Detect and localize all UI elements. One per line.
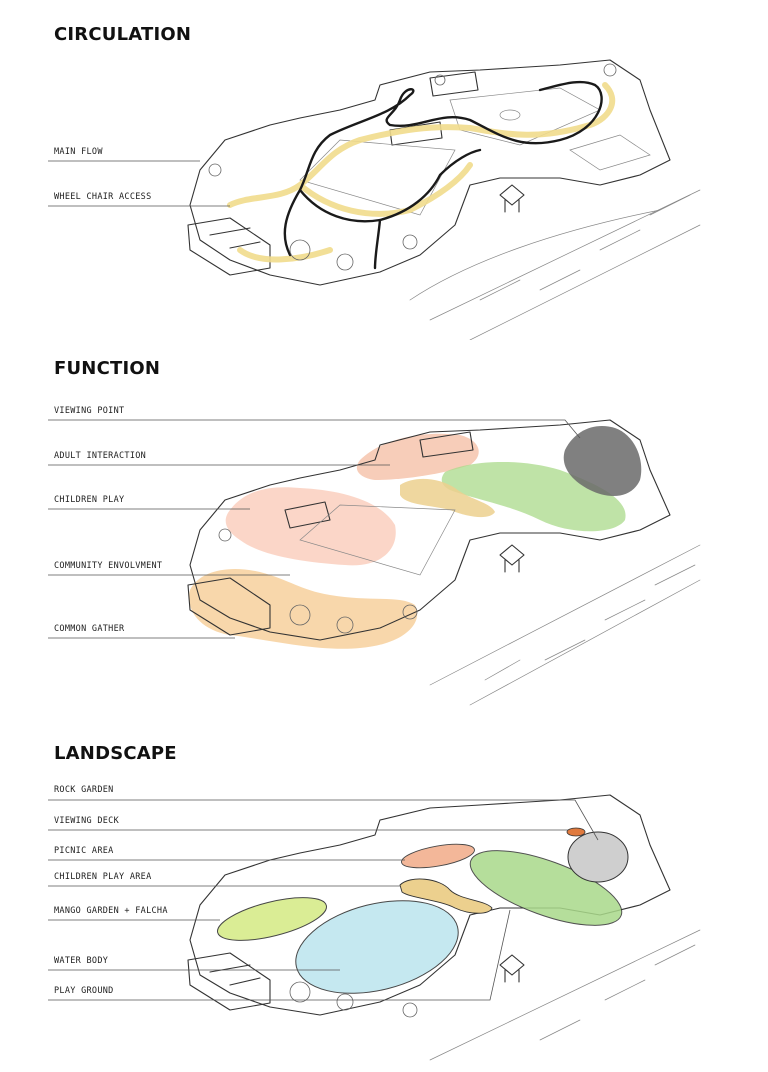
label-viewing-point: VIEWING POINT bbox=[54, 406, 125, 416]
tree-marks bbox=[208, 63, 617, 271]
label-viewing-deck: VIEWING DECK bbox=[54, 816, 120, 826]
viewing-deck-zone bbox=[566, 827, 586, 837]
play-ground-leader bbox=[48, 909, 511, 1001]
label-children-play-area: CHILDREN PLAY AREA bbox=[54, 872, 152, 882]
label-main-flow: MAIN FLOW bbox=[54, 147, 103, 157]
buildings bbox=[187, 71, 479, 276]
gazebo bbox=[499, 954, 525, 983]
tree-marks bbox=[218, 528, 418, 634]
label-picnic-area: PICNIC AREA bbox=[54, 846, 114, 856]
picnic-zone bbox=[400, 478, 495, 518]
function-title: FUNCTION bbox=[54, 358, 161, 379]
tree-marks bbox=[289, 981, 418, 1018]
wheelchair-access-path bbox=[227, 82, 616, 263]
site-outline bbox=[189, 59, 671, 286]
buildings bbox=[187, 431, 474, 636]
function-site-plan bbox=[48, 419, 701, 706]
gazebo bbox=[499, 544, 525, 573]
label-wheelchair-access: WHEEL CHAIR ACCESS bbox=[54, 192, 152, 202]
circulation-site-plan bbox=[48, 59, 701, 340]
circulation-title: CIRCULATION bbox=[54, 24, 192, 45]
label-water-body: WATER BODY bbox=[54, 956, 109, 966]
label-mango-garden: MANGO GARDEN + FALCHA bbox=[54, 906, 168, 916]
label-play-ground: PLAY GROUND bbox=[54, 986, 114, 996]
label-community-involvement: COMMUNITY ENVOLVMENT bbox=[54, 561, 163, 571]
site-outline bbox=[189, 419, 671, 641]
viewing-point-leader bbox=[48, 419, 581, 439]
children-play-area-zone bbox=[399, 878, 493, 914]
picnic-area-zone bbox=[401, 843, 475, 869]
landscape-panel: LANDSCAPE ROCK GARDEN VIEWIN bbox=[0, 710, 768, 1072]
mango-garden-zone bbox=[217, 897, 327, 941]
road-context bbox=[429, 929, 701, 1061]
main-flow-path bbox=[283, 80, 603, 270]
label-rock-garden: ROCK GARDEN bbox=[54, 785, 114, 795]
label-adult-interaction: ADULT INTERACTION bbox=[54, 451, 147, 461]
circulation-panel: CIRCULATION bbox=[0, 0, 768, 340]
adult-zone bbox=[356, 433, 479, 480]
children-zone bbox=[225, 487, 396, 566]
rock-garden-leader bbox=[48, 799, 599, 841]
label-children-play: CHILDREN PLAY bbox=[54, 495, 125, 505]
landscape-title: LANDSCAPE bbox=[54, 743, 177, 764]
road-context bbox=[409, 189, 701, 340]
landscape-site-plan bbox=[48, 794, 701, 1061]
label-common-gather: COMMON GATHER bbox=[54, 624, 125, 634]
gazebo bbox=[499, 184, 525, 213]
rock-zone bbox=[563, 426, 642, 496]
road-context bbox=[429, 544, 701, 706]
play-field bbox=[299, 139, 456, 216]
function-panel: FUNCTION VIEWING PO bbox=[0, 340, 768, 710]
buildings bbox=[187, 952, 271, 1011]
rock-garden-zone bbox=[567, 831, 629, 883]
play-ground-zone bbox=[469, 850, 623, 926]
